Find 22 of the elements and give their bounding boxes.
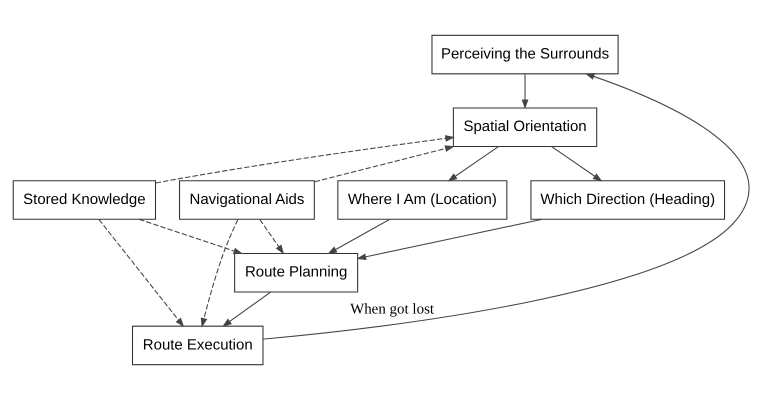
- arrow: [259, 219, 284, 254]
- node-box: Spatial Orientation: [452, 107, 598, 148]
- arrow: [156, 135, 455, 184]
- arrow: [522, 74, 528, 110]
- arrow: [139, 218, 244, 254]
- arrow: [98, 219, 184, 328]
- arrow: [356, 218, 542, 260]
- node-box: Which Direction (Heading): [530, 180, 726, 220]
- node-box: Where I Am (Location): [337, 180, 508, 220]
- arrow: [200, 219, 238, 328]
- node-box: Navigational Aids: [179, 180, 315, 220]
- node-box: Perceiving the Surrounds: [431, 34, 619, 74]
- arrow: [222, 292, 271, 327]
- edge-label: When got lost: [350, 301, 434, 318]
- node-box: Route Planning: [234, 252, 358, 293]
- arrow: [327, 218, 390, 254]
- node-box: Stored Knowledge: [12, 180, 156, 220]
- arrow: [263, 73, 750, 340]
- arrow: [551, 146, 602, 182]
- arrow: [448, 146, 499, 182]
- node-box: Route Execution: [132, 326, 264, 366]
- arrow: [314, 145, 455, 182]
